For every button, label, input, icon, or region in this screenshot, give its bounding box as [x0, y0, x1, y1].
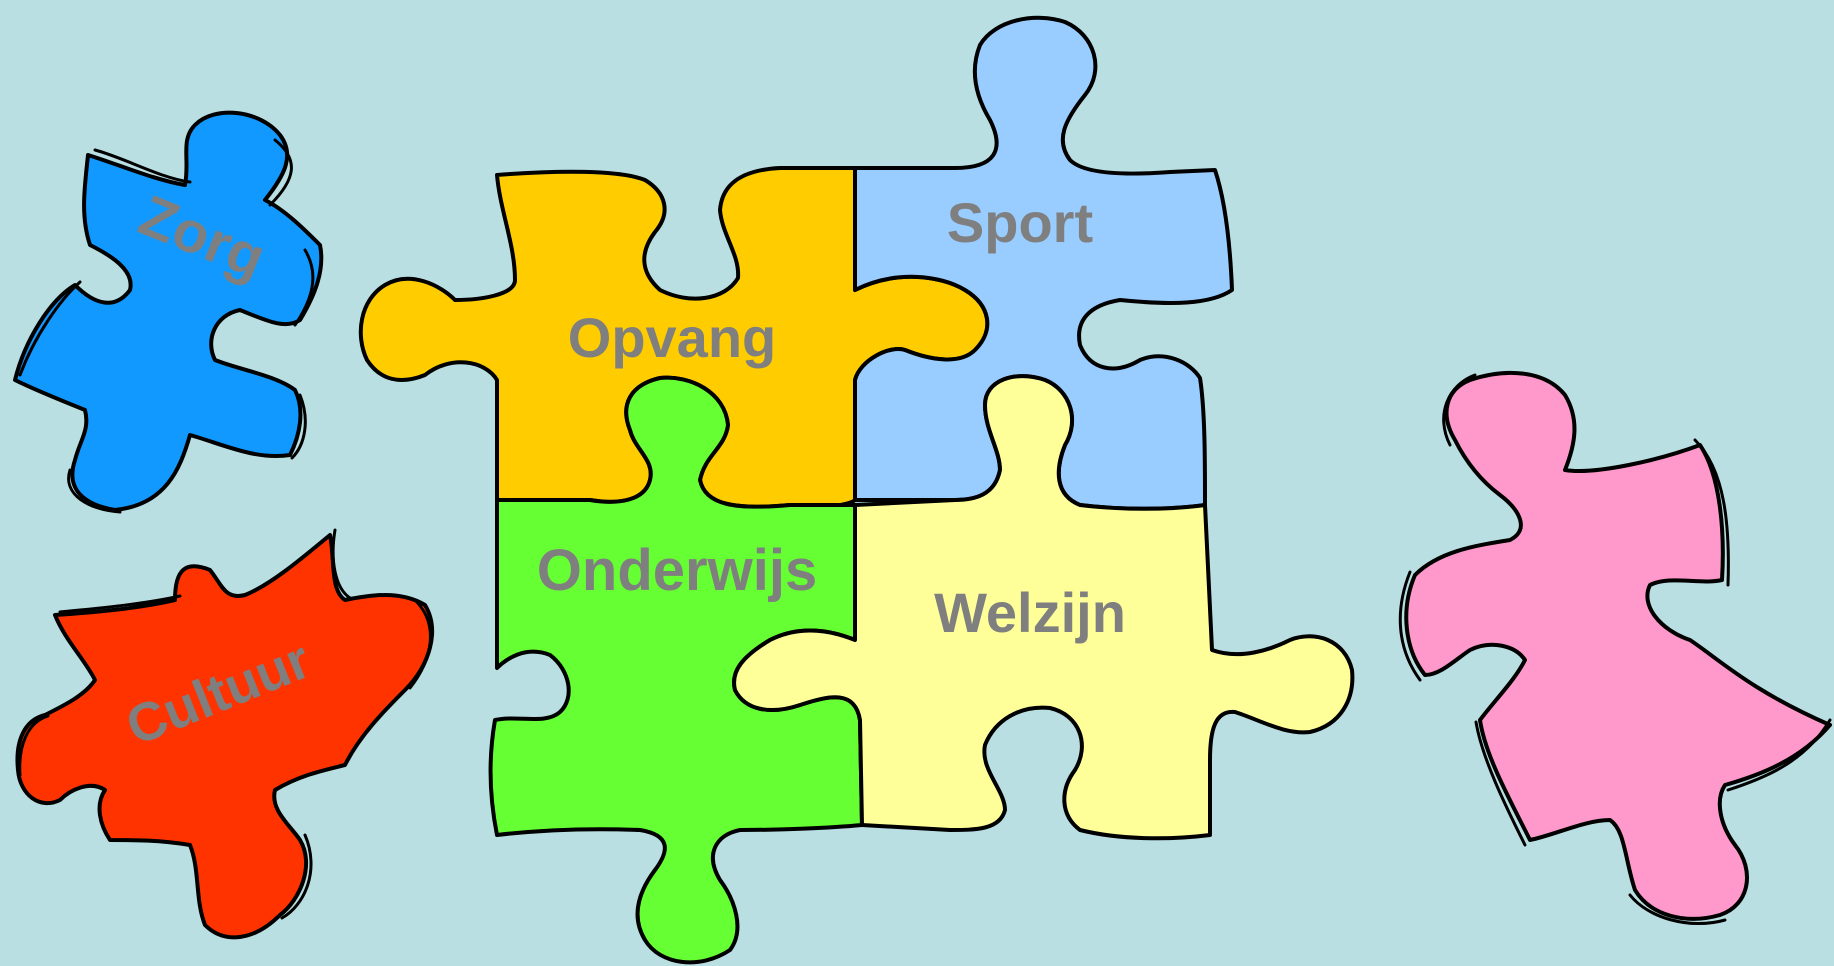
onderwijs-label: Onderwijs — [537, 538, 817, 603]
opvang-label: Opvang — [568, 306, 776, 369]
sport-label: Sport — [947, 191, 1093, 254]
welzijn-label: Welzijn — [934, 581, 1126, 644]
